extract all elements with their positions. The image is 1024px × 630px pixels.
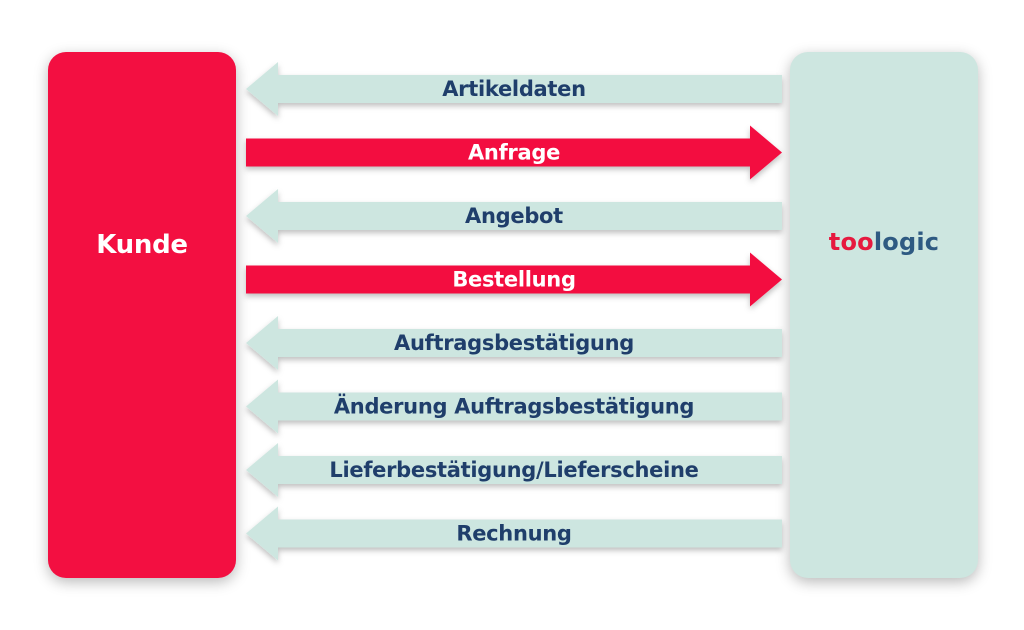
flow-arrow-2: Anfrage — [246, 125, 782, 180]
arrow-right-shape — [246, 125, 782, 180]
kunde-label: Kunde — [96, 230, 188, 260]
flow-label: Bestellung — [452, 268, 575, 292]
arrow-left-shape — [246, 379, 782, 434]
kunde-box: Kunde — [48, 52, 236, 578]
flow-arrow-8: Rechnung — [246, 506, 782, 561]
toologic-logo: toologic — [790, 228, 978, 256]
arrow-right-shape — [246, 252, 782, 307]
flow-arrow-7: Lieferbestätigung/Lieferscheine — [246, 443, 782, 497]
arrow-left-shape — [246, 189, 782, 243]
arrow-left-shape — [246, 506, 782, 561]
flow-arrow-4: Bestellung — [246, 252, 782, 307]
flow-label: Auftragsbestätigung — [394, 331, 634, 355]
logo-part-too: too — [828, 228, 874, 256]
flow-label: Rechnung — [456, 522, 571, 546]
arrow-left-shape — [246, 443, 782, 497]
flow-label: Artikeldaten — [442, 77, 586, 101]
flow-label: Änderung Auftragsbestätigung — [334, 394, 694, 419]
flow-arrow-5: Auftragsbestätigung — [246, 316, 782, 370]
flow-arrow-6: Änderung Auftragsbestätigung — [246, 379, 782, 434]
flow-arrow-1: Artikeldaten — [246, 62, 782, 116]
flow-label: Lieferbestätigung/Lieferscheine — [329, 458, 698, 482]
toologic-box: toologic — [790, 52, 978, 578]
arrow-left-shape — [246, 316, 782, 370]
flow-arrow-3: Angebot — [246, 189, 782, 243]
arrow-left-shape — [246, 62, 782, 116]
flow-label: Anfrage — [468, 141, 560, 165]
flow-label: Angebot — [465, 204, 563, 228]
logo-part-logic: logic — [873, 228, 940, 256]
